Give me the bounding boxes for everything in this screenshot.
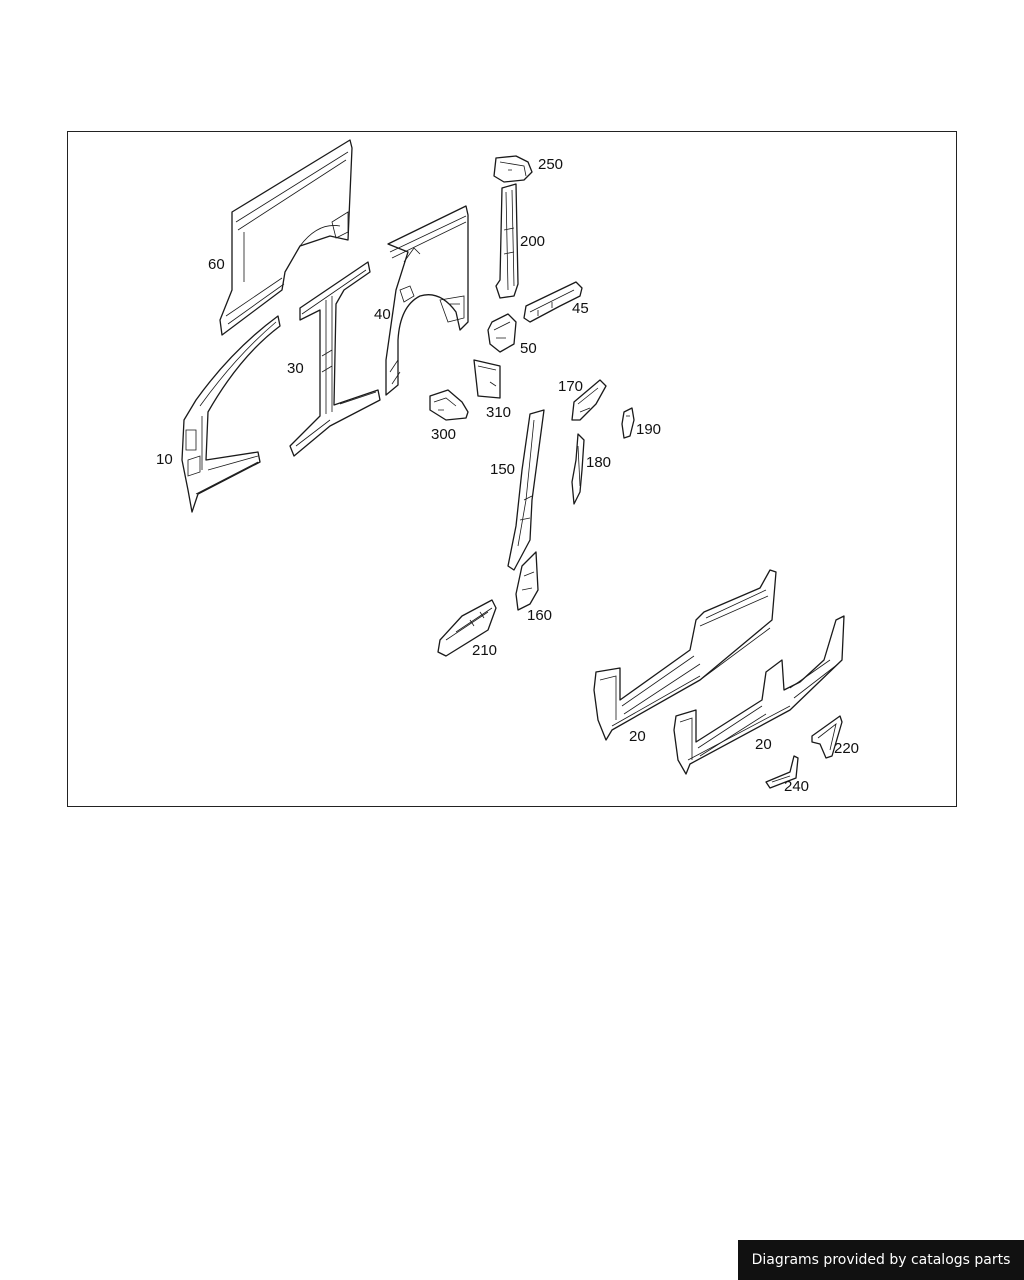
callout-60[interactable]: 60 <box>208 256 225 273</box>
part-10-shape[interactable] <box>181 315 281 513</box>
callout-190[interactable]: 190 <box>636 421 662 438</box>
callout-150[interactable]: 150 <box>490 461 516 478</box>
part-310-shape[interactable] <box>473 359 501 399</box>
part-20a-shape[interactable] <box>593 569 777 741</box>
part-150-shape[interactable] <box>507 409 545 571</box>
attribution-banner: Diagrams provided by catalogs parts <box>738 1240 1024 1280</box>
callout-160[interactable]: 160 <box>527 607 553 624</box>
part-20b-shape[interactable] <box>673 615 845 775</box>
part-160-shape[interactable] <box>515 551 539 611</box>
callout-180[interactable]: 180 <box>586 454 612 471</box>
part-210-shape[interactable] <box>437 599 497 657</box>
callout-250[interactable]: 250 <box>538 156 564 173</box>
part-30-shape[interactable] <box>289 261 381 457</box>
callout-220[interactable]: 220 <box>834 740 860 757</box>
callout-45[interactable]: 45 <box>572 300 589 317</box>
callout-40[interactable]: 40 <box>374 306 391 323</box>
callout-20-upper[interactable]: 20 <box>629 728 646 745</box>
callout-30[interactable]: 30 <box>287 360 304 377</box>
diagram-frame <box>67 131 957 807</box>
callout-200[interactable]: 200 <box>520 233 546 250</box>
callout-210[interactable]: 210 <box>472 642 498 659</box>
callout-300[interactable]: 300 <box>431 426 457 443</box>
callout-310[interactable]: 310 <box>486 404 512 421</box>
part-200-shape[interactable] <box>495 183 519 299</box>
part-220-shape[interactable] <box>811 715 843 759</box>
part-170-shape[interactable] <box>571 379 607 421</box>
part-190-shape[interactable] <box>621 407 635 439</box>
part-250-shape[interactable] <box>493 155 533 183</box>
callout-170[interactable]: 170 <box>558 378 584 395</box>
callout-240[interactable]: 240 <box>784 778 810 795</box>
part-300-shape[interactable] <box>429 389 469 421</box>
callout-20-lower[interactable]: 20 <box>755 736 772 753</box>
part-180-shape[interactable] <box>571 433 585 505</box>
callout-50[interactable]: 50 <box>520 340 537 357</box>
part-40-shape[interactable] <box>385 205 469 396</box>
callout-10[interactable]: 10 <box>156 451 173 468</box>
part-60-shape[interactable] <box>219 139 353 336</box>
part-45-shape[interactable] <box>523 281 583 323</box>
part-50-shape[interactable] <box>487 313 517 353</box>
part-240-shape[interactable] <box>765 755 799 789</box>
